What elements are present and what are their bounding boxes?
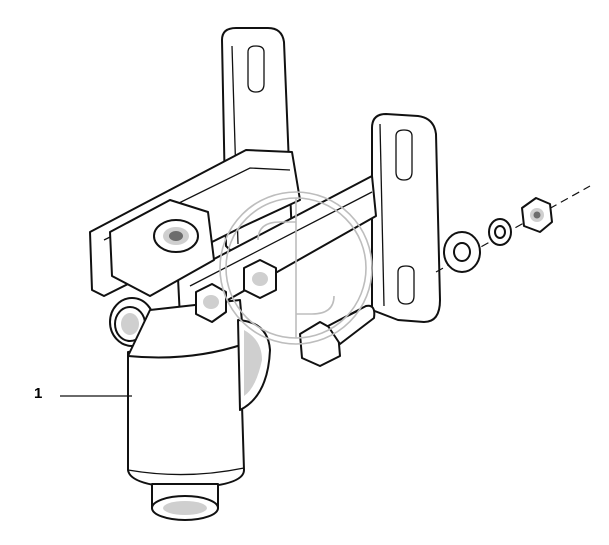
right-bracket-plate xyxy=(371,113,441,323)
bottom-outlet xyxy=(151,483,219,521)
valve-body xyxy=(127,299,271,489)
flat-washer xyxy=(443,231,481,273)
callout-label-1: 1 xyxy=(34,385,43,402)
circle-logo-watermark-icon xyxy=(219,191,373,345)
valve-head xyxy=(109,199,215,297)
hex-nut xyxy=(521,197,553,233)
spring-washer xyxy=(488,218,512,246)
bracket-nut-left xyxy=(195,283,227,323)
bracket-nut-right xyxy=(243,259,277,299)
hex-bolt xyxy=(299,304,376,367)
